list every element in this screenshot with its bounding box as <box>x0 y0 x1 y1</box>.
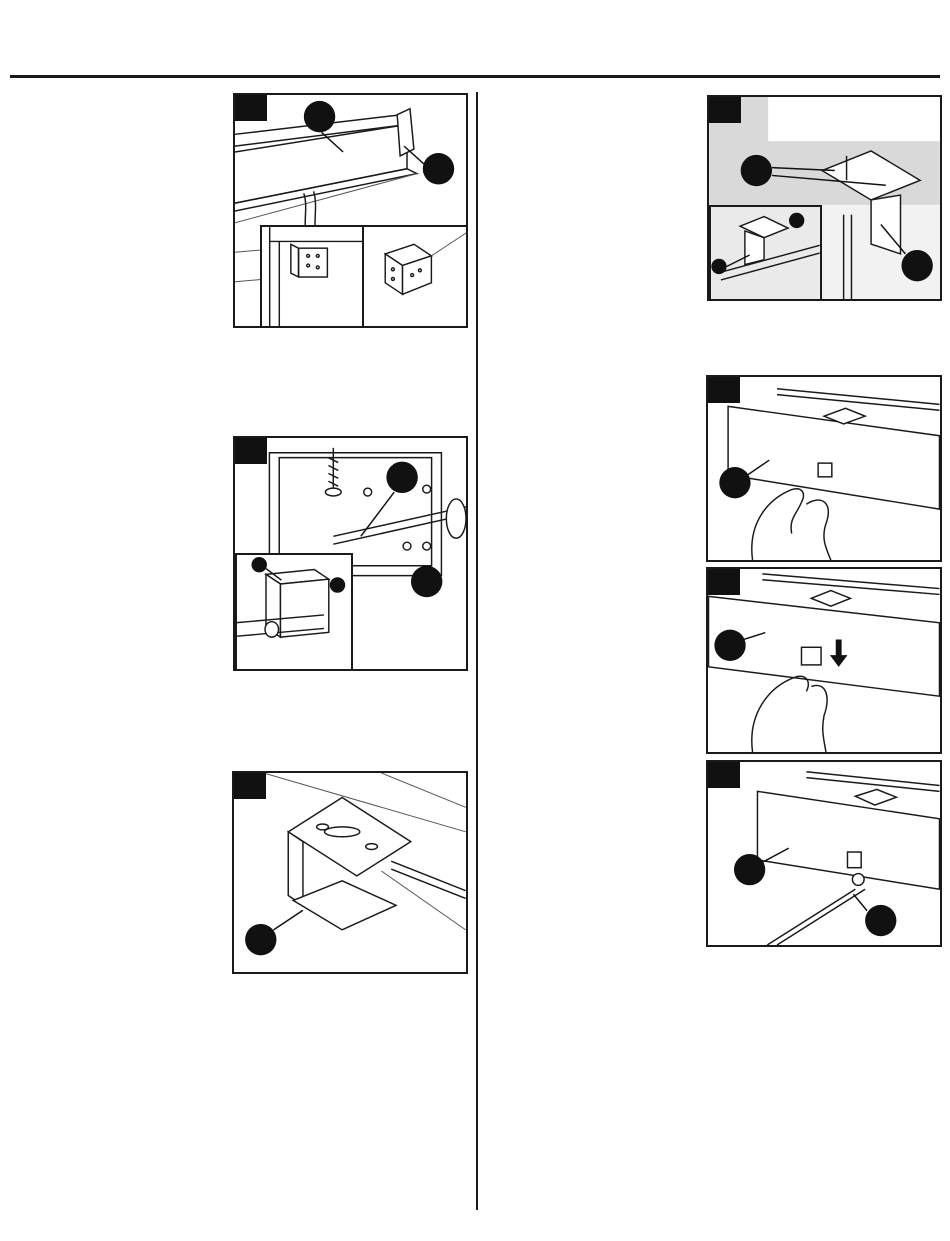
step-number-badge <box>234 773 266 799</box>
step-number-badge <box>708 762 740 788</box>
callout-marker <box>901 250 932 281</box>
step-number-badge <box>708 569 740 595</box>
callout-marker <box>865 905 896 936</box>
callout-marker <box>304 101 335 132</box>
valance-pinch-drawing <box>708 377 940 560</box>
figure-ceiling-bracket <box>232 771 468 974</box>
inset-mount-closeup <box>709 205 822 301</box>
mount-closeup-drawing <box>711 207 820 301</box>
inset-bracket-detail <box>362 225 468 328</box>
callout-marker <box>734 854 765 885</box>
valance-pull-drawing <box>708 569 940 752</box>
header-divider <box>10 75 940 78</box>
figure-wand-hook <box>706 760 942 947</box>
figure-valance-clip-pull <box>706 567 942 754</box>
bracket-in-frame-drawing <box>262 227 362 328</box>
callout-marker <box>719 467 750 498</box>
figure-screw-bracket <box>233 436 468 671</box>
bracket-closeup-drawing <box>364 227 468 328</box>
ceiling-bracket-drawing <box>234 773 466 972</box>
callout-marker <box>423 153 454 184</box>
step-number-badge <box>708 377 740 403</box>
callout-marker <box>711 259 726 274</box>
inset-screw-detail <box>235 553 353 671</box>
callout-marker <box>741 155 772 186</box>
figure-headrail-bracket <box>233 93 468 328</box>
callout-marker <box>789 213 804 228</box>
figure-valance-clip-pinch <box>706 375 942 562</box>
wand-hook-drawing <box>708 762 940 945</box>
callout-marker <box>411 566 442 597</box>
callout-marker <box>330 577 345 592</box>
column-divider <box>476 92 478 1210</box>
callout-marker <box>714 630 745 661</box>
callout-marker <box>245 924 276 955</box>
step-number-badge <box>235 95 267 121</box>
figure-bracket-ceiling-mount <box>707 95 942 301</box>
inset-mount-frame <box>260 225 364 328</box>
callout-marker <box>386 462 417 493</box>
step-number-badge <box>709 97 741 123</box>
bracket-screw-closeup-drawing <box>237 555 351 671</box>
step-number-badge <box>235 438 267 464</box>
callout-marker <box>251 557 266 572</box>
